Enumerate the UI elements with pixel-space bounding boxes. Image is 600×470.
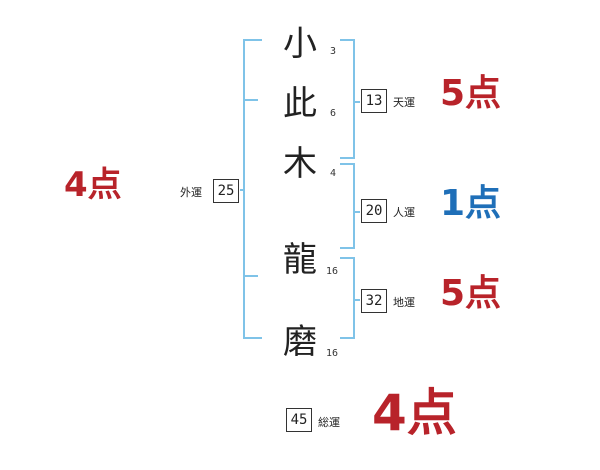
jinun-label: 人運 (393, 206, 415, 219)
gaiun-value: 25 (213, 179, 239, 203)
name-char-2: 此 (283, 84, 317, 124)
tenun-label: 天運 (393, 96, 415, 109)
tenun-bracket (340, 39, 355, 159)
stroke-count-3: 4 (330, 168, 337, 179)
souun-score: 4点 (372, 384, 457, 442)
chiun-bracket (340, 257, 355, 339)
jinun-bracket (340, 163, 355, 249)
tenun-value: 13 (361, 89, 387, 113)
souun-label: 総運 (318, 416, 340, 429)
stroke-count-2: 6 (330, 108, 337, 119)
stroke-count-4: 16 (326, 266, 339, 277)
name-char-3: 木 (283, 144, 317, 184)
gaiun-label: 外運 (180, 186, 202, 199)
name-char-4: 龍 (283, 240, 317, 280)
name-char-5: 磨 (283, 322, 317, 362)
souun-value: 45 (286, 408, 312, 432)
jinun-score: 1点 (440, 183, 502, 224)
chiun-label: 地運 (393, 296, 415, 309)
chiun-score: 5点 (440, 273, 502, 314)
tenun-score: 5点 (440, 73, 502, 114)
chiun-value: 32 (361, 289, 387, 313)
name-char-1: 小 (283, 24, 317, 64)
stroke-count-1: 3 (330, 46, 337, 57)
stroke-count-5: 16 (326, 348, 339, 359)
jinun-value: 20 (361, 199, 387, 223)
gaiun-score: 4点 (64, 165, 122, 205)
gaiun-bracket (243, 39, 262, 339)
